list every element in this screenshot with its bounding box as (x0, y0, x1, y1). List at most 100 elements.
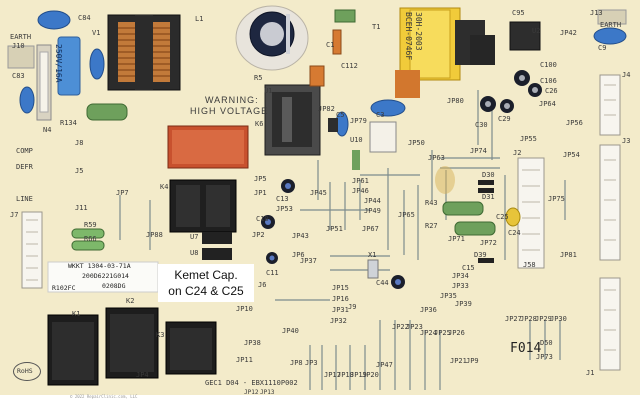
ref-jp35: JP35 (440, 292, 457, 300)
sticker-date: 0208DG (102, 282, 126, 290)
ref-jp15: JP15 (332, 284, 349, 292)
ref-jp10: JP10 (236, 305, 253, 313)
ref-jp6: JP6 (292, 251, 305, 259)
rohs-badge: RoHS (13, 362, 41, 381)
ref-r5: R5 (254, 74, 263, 82)
ref-u8: U8 (190, 249, 199, 257)
ink-stamp: F014 (510, 341, 542, 356)
transformer-marking-2: BCEH-0746F (404, 12, 413, 61)
ref-u7: U7 (190, 233, 199, 241)
ref-c30: C30 (475, 121, 488, 129)
ref-jp18: JP18 (337, 371, 354, 379)
ref-d31: D31 (482, 193, 495, 201)
ref-comp: COMP (16, 147, 33, 155)
ref-jp46: JP46 (352, 187, 369, 195)
ref-jp67: JP67 (362, 225, 379, 233)
ref-jp28: JP28 (520, 315, 537, 323)
ref-jp74: JP74 (470, 147, 487, 155)
transformer-marking: 30H-2003 (414, 12, 423, 51)
ref-c44: C44 (376, 279, 389, 287)
ref-jp55: JP55 (520, 135, 537, 143)
ref-jp43: JP43 (292, 232, 309, 240)
ref-d30: D30 (482, 171, 495, 179)
board-part-code: GEC1 D04 - EBX1110P002 (205, 379, 298, 387)
ref-earth-left: EARTH (10, 33, 32, 41)
ref-c10: C10 (256, 215, 269, 223)
ref-jp16: JP16 (332, 295, 349, 303)
ref-c83: C83 (12, 72, 25, 80)
ref-jp37: JP37 (300, 257, 317, 265)
ref-jp72: JP72 (480, 239, 497, 247)
ref-jp19: JP19 (350, 371, 367, 379)
annotation-line-2: on C24 & C25 (168, 284, 244, 298)
ref-jp45: JP45 (310, 189, 327, 197)
ref-l1: L1 (195, 15, 204, 23)
ref-c100: C100 (540, 61, 557, 69)
ref-jp65: JP65 (398, 211, 415, 219)
ref-jp30: JP30 (550, 315, 567, 323)
ref-c13: C13 (276, 195, 289, 203)
ref-jp36: JP36 (420, 306, 437, 314)
ref-c84: C84 (78, 14, 91, 22)
ref-jp12-jp13: JP12 (244, 389, 259, 396)
rohs-text: RoHS (17, 367, 33, 375)
ref-r27: R27 (425, 222, 438, 230)
ref-d50: D50 (540, 339, 553, 347)
ref-j3: J3 (622, 137, 631, 145)
ref-jp1: JP1 (254, 189, 267, 197)
ref-k3: K3 (156, 331, 165, 339)
ref-jp54: JP54 (563, 151, 580, 159)
ref-jp29: JP29 (535, 315, 552, 323)
ref-c11: C11 (266, 269, 279, 277)
ref-c29: C29 (498, 115, 511, 123)
annotation-line-1: Kemet Cap. (174, 268, 238, 282)
ref-jp26: JP26 (448, 329, 465, 337)
ref-jp2: JP2 (252, 231, 265, 239)
ref-jp17: JP17 (324, 371, 341, 379)
ref-jp20: JP20 (362, 371, 379, 379)
ref-d39: D39 (474, 251, 487, 259)
ref-jp24: JP24 (420, 329, 437, 337)
ref-j2: J2 (513, 149, 522, 157)
ref-jp40: JP40 (282, 327, 299, 335)
ref-jp71: JP71 (448, 235, 465, 243)
ref-r59: R59 (84, 221, 97, 229)
ref-k6: K6 (255, 120, 264, 128)
ref-c25: C25 (496, 213, 509, 221)
ref-jp22: JP22 (392, 323, 409, 331)
ref-jp3: JP3 (305, 359, 318, 367)
ref-jp13: JP13 (260, 389, 275, 396)
ref-jp64: JP64 (539, 100, 556, 108)
ref-c9: C9 (598, 44, 607, 52)
sticker-r-code: R102FC (52, 284, 76, 292)
ref-c95: C95 (512, 9, 525, 17)
ref-j9: J9 (348, 303, 357, 311)
ref-c106: C106 (540, 77, 557, 85)
ref-jp32: JP32 (330, 317, 347, 325)
ref-j8: J8 (75, 139, 84, 147)
ref-jp7: JP7 (116, 189, 129, 197)
ref-jp81: JP81 (560, 251, 577, 259)
ref-k2: K2 (126, 297, 135, 305)
ref-jp23: JP23 (406, 323, 423, 331)
ref-u10: U10 (350, 136, 363, 144)
ref-jp21: JP21 (450, 357, 467, 365)
ref-jp61: JP61 (352, 177, 369, 185)
ref-jp38: JP38 (244, 339, 261, 347)
ref-jp88: JP88 (146, 231, 163, 239)
ref-c112: C112 (341, 62, 358, 70)
ref-jp33: JP33 (452, 282, 469, 290)
ref-jp4: JP4 (136, 371, 149, 379)
ref-jp42: JP42 (560, 29, 577, 37)
ref-j5: J5 (75, 167, 84, 175)
ref-jp56: JP56 (566, 119, 583, 127)
ref-jp80: JP80 (447, 97, 464, 105)
ref-jp53: JP53 (276, 205, 293, 213)
ref-c1: C1 (326, 41, 335, 49)
ref-r134: R134 (60, 119, 77, 127)
sticker-part-number: WKKT 1304-03-71A (68, 262, 131, 270)
ref-jp34: JP34 (452, 272, 469, 280)
ref-jp73: JP73 (536, 353, 553, 361)
